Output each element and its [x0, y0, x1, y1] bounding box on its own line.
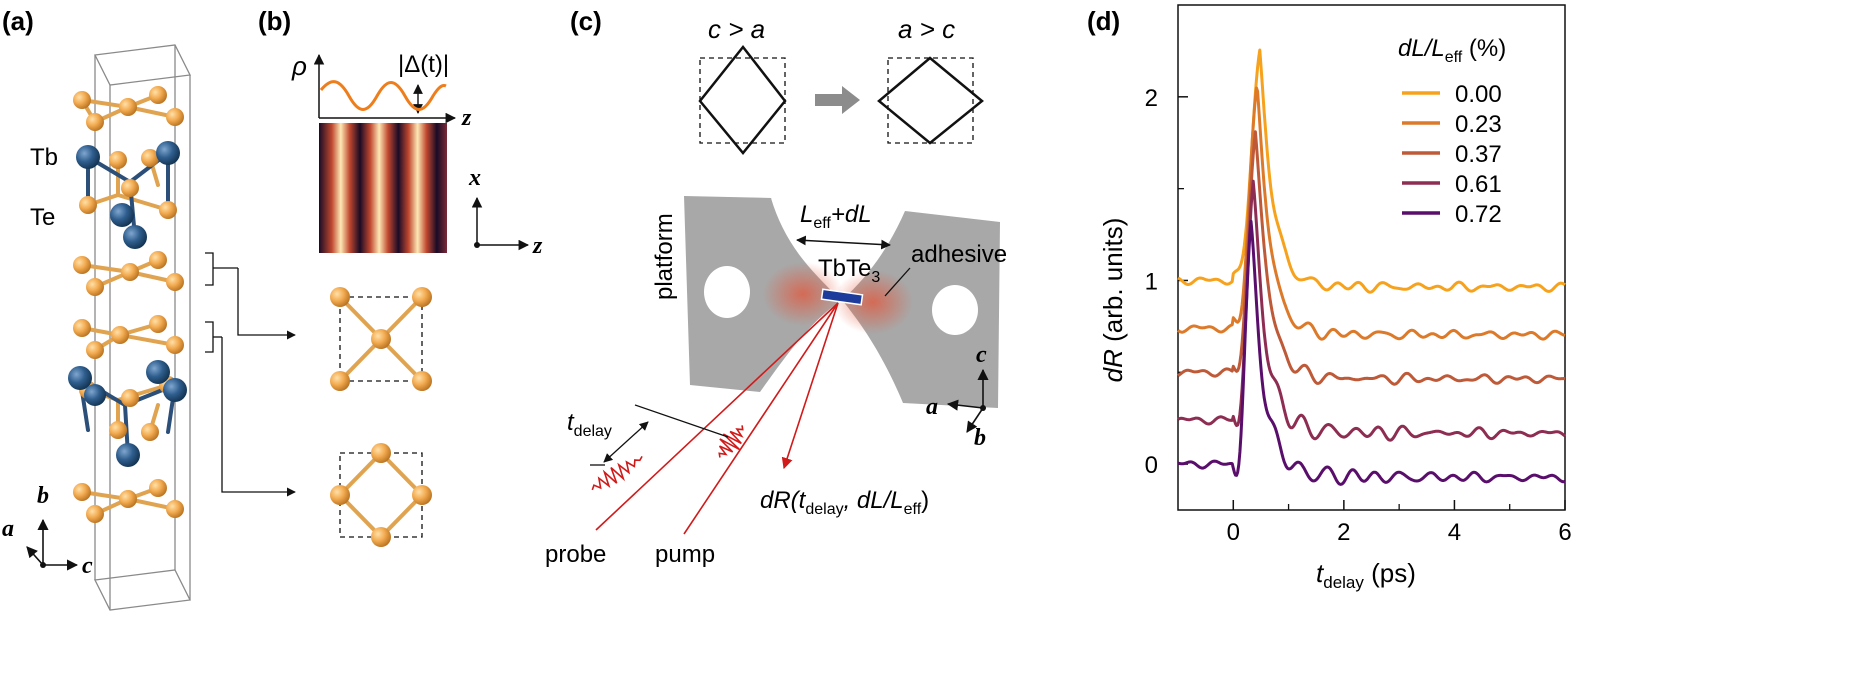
dR-label: dR(tdelay, dL/Leff) [760, 487, 929, 518]
crystal-axes-a [26, 518, 79, 571]
sample-label: TbTe3 [818, 255, 880, 286]
panel-b-label: (b) [258, 6, 291, 36]
probe-label: probe [545, 541, 606, 568]
axis-a-label: a [2, 516, 14, 542]
y-tick-label: 2 [1145, 85, 1158, 112]
axis-b-label: b [37, 483, 49, 509]
legend-entry: 0.37 [1455, 141, 1502, 168]
axes-origin [40, 562, 46, 568]
axis-c-label: c [82, 553, 93, 579]
legend-entry: 0.00 [1455, 81, 1502, 108]
crystal-axes-c [946, 368, 989, 433]
series-line-3 [1177, 179, 1566, 442]
tbte3-sample [820, 288, 864, 306]
length-label: Leff+dL [800, 201, 872, 232]
legend-entry: 0.61 [1455, 171, 1502, 198]
a-gt-c-label: a > c [898, 14, 955, 44]
panel-d-label: (d) [1087, 6, 1120, 36]
x-tick-label: 6 [1558, 519, 1571, 546]
tdelay-label: tdelay [567, 409, 612, 440]
tb-atoms [68, 141, 187, 467]
adhesive-label: adhesive [911, 241, 1007, 268]
panel-a: (a) [2, 6, 296, 611]
c-gt-a-label: c > a [708, 14, 765, 44]
panel-c: (c) c > a a > c platform Leff+dL TbTe3 a… [545, 6, 1007, 568]
probe-pulse [591, 455, 643, 491]
panel-a-label: (a) [2, 6, 34, 36]
xz-origin [474, 242, 480, 248]
cdw-wave [319, 80, 447, 111]
series-line-1 [1177, 86, 1566, 341]
pump-pulse [718, 425, 744, 458]
x-axis-label: tdelay (ps) [1316, 558, 1416, 592]
z-label-top: z [461, 105, 472, 131]
cdw-density-map [319, 123, 447, 253]
series-line-2 [1177, 130, 1566, 386]
adhesive-glow-left [763, 262, 843, 326]
panel-d: (d) 0 2 4 6 0 1 2 0.00 0.23 0.37 0.61 0.72 dL/Leff… [1087, 4, 1572, 592]
square-lattice-diamond [330, 443, 432, 547]
length-arrow [796, 235, 891, 250]
z-label-bottom: z [532, 233, 543, 259]
transition-arrow [815, 86, 860, 114]
chart-ticks: 0 2 4 6 0 1 2 [1145, 85, 1572, 546]
tb-label: Tb [30, 144, 58, 171]
panel-b: (b) ρ |Δ(t)| z x z [258, 6, 543, 547]
tdelay-tick-2 [634, 404, 729, 438]
y-tick-label: 1 [1145, 268, 1158, 295]
layer-brackets [205, 252, 296, 497]
axis-c-b-label: b [974, 425, 986, 451]
y-axis-label: dR (arb. units) [1098, 218, 1128, 383]
platform-hole-right [932, 285, 978, 335]
adhesive-pointer [884, 267, 911, 297]
x-tick-label: 2 [1337, 519, 1350, 546]
x-label: x [468, 165, 481, 191]
unit-cell-before [698, 44, 787, 155]
te-label: Te [30, 204, 55, 231]
axes-c-origin [980, 405, 986, 411]
xz-axes [471, 196, 530, 251]
rho-label: ρ [291, 51, 307, 81]
platform-right [842, 211, 1000, 408]
series-line-4 [1177, 219, 1566, 486]
x-tick-label: 4 [1448, 519, 1461, 546]
axis-c-c-label: c [976, 342, 987, 368]
laser-beams [595, 302, 839, 535]
platform-label: platform [651, 213, 678, 300]
legend-entry: 0.23 [1455, 111, 1502, 138]
unit-cell-after [877, 56, 984, 145]
pump-label: pump [655, 541, 715, 568]
y-tick-label: 0 [1145, 452, 1158, 479]
square-lattice-x [330, 287, 432, 391]
legend-title: dL/Leff (%) [1398, 35, 1506, 66]
panel-c-label: (c) [570, 6, 602, 36]
tdelay-arrow [603, 421, 649, 463]
axis-c-a-label: a [926, 394, 938, 420]
x-tick-label: 0 [1227, 519, 1240, 546]
platform-hole-left [704, 266, 750, 318]
unit-cell-box [94, 44, 191, 611]
plot-frame [1177, 4, 1566, 511]
legend-entry: 0.72 [1455, 201, 1502, 228]
series-line-0 [1177, 48, 1566, 294]
adhesive-glow-right [833, 270, 913, 334]
gap-label: |Δ(t)| [398, 51, 449, 78]
chart-legend: 0.00 0.23 0.37 0.61 0.72 [1402, 81, 1502, 228]
chart-series [1177, 48, 1566, 486]
